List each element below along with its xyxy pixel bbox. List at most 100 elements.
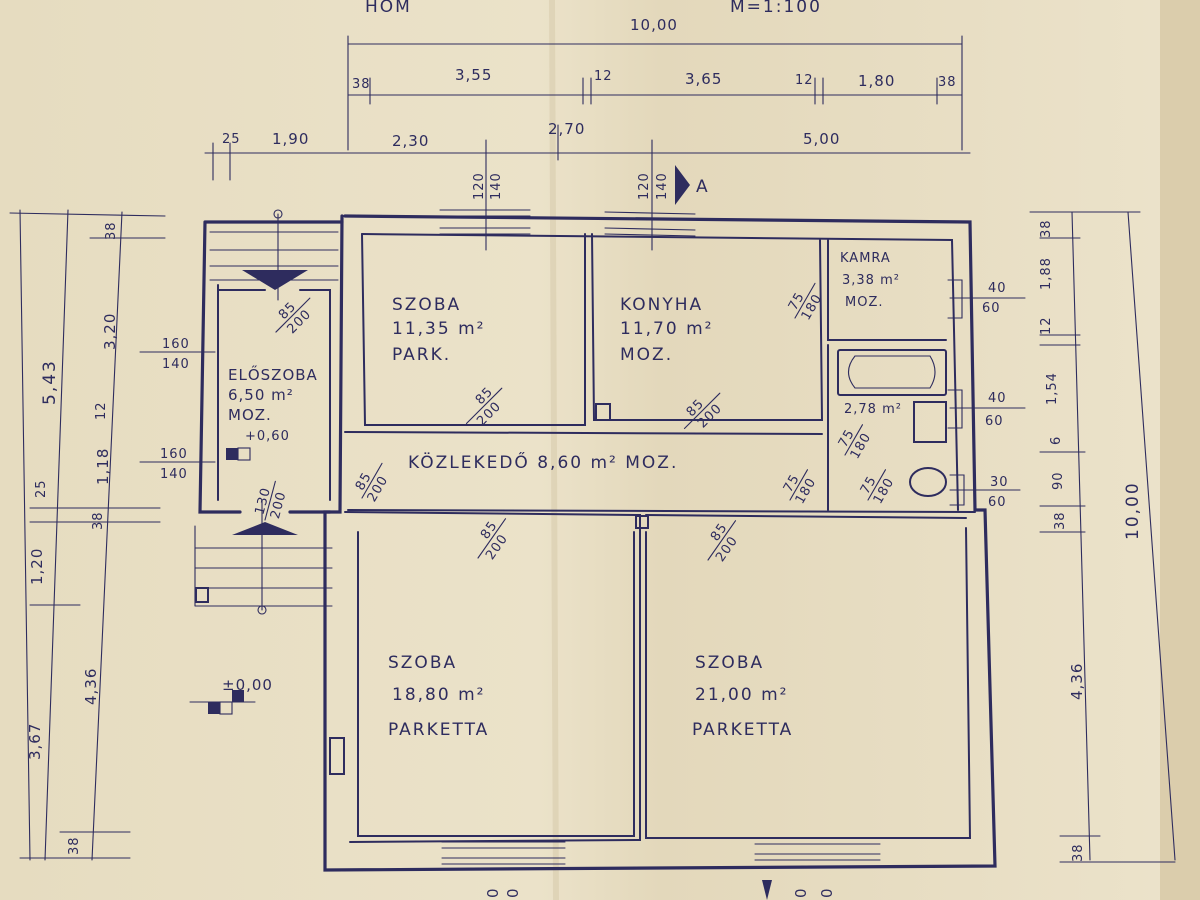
win-top-right-b: 140 — [655, 172, 670, 200]
svg-text:0: 0 — [504, 887, 522, 898]
left-dimensions: 5,43 25 1,20 3,67 38 38 3,20 12 1,18 38 … — [9, 209, 166, 861]
dim-top-total: 10,00 — [630, 16, 678, 34]
dim-right-2: 12 — [1039, 316, 1054, 335]
walls — [194, 214, 997, 872]
room-konyha-area: 11,70 m² — [620, 319, 713, 339]
dim-left-outer-1: 25 — [34, 479, 49, 498]
bathtub-icon — [837, 349, 947, 396]
dim-right-7: 4,36 — [1068, 663, 1086, 700]
room-kamra-floor: MOZ. — [845, 295, 884, 310]
section-arrow-icon — [675, 165, 690, 205]
room-szoba1-area: 11,35 m² — [392, 319, 485, 339]
dim-left-inner-1: 3,20 — [101, 313, 119, 350]
open-l2-a: 160 — [160, 447, 188, 462]
dim-top-r2-4: 12 — [795, 73, 814, 88]
room-szoba3-area: 21,00 m² — [695, 685, 788, 705]
chimney-icon — [595, 403, 611, 421]
dim-top-r3-4: 5,00 — [803, 130, 840, 148]
room-eloszoba-area: 6,50 m² — [228, 386, 294, 404]
dim-top-r2-0: 38 — [352, 77, 371, 92]
dim-top-r2-6: 38 — [938, 75, 957, 90]
top-dimensions: 10,00 38 3,55 12 3,65 12 1,80 38 25 1,90… — [204, 16, 971, 181]
dim-left-outer-0: 5,43 — [40, 359, 60, 405]
open-l2-b: 140 — [160, 467, 188, 482]
right-openings: 40 60 40 60 30 60 — [949, 281, 1026, 510]
dim-left-inner-0: 38 — [104, 221, 119, 240]
dim-right-8: 38 — [1071, 843, 1086, 862]
dim-left-inner-4: 38 — [91, 511, 106, 530]
room-szoba3-floor: PARKETTA — [692, 720, 793, 740]
dim-top-r3-2: 2,30 — [392, 132, 429, 150]
open-r1-a: 40 — [988, 281, 1007, 296]
open-r1-b: 60 — [982, 301, 1001, 316]
dim-left-inner-3: 1,18 — [94, 448, 112, 485]
dim-left-outer-3: 3,67 — [26, 723, 44, 760]
room-eloszoba-name: ELŐSZOBA — [228, 364, 318, 384]
header-word: HOM — [365, 0, 412, 17]
dim-top-r2-3: 3,65 — [685, 70, 722, 88]
dim-top-r3-3: 2,70 — [548, 120, 585, 138]
fixtures — [189, 209, 947, 775]
room-szoba1-floor: PARK. — [392, 345, 451, 365]
open-r2-b: 60 — [985, 414, 1004, 429]
room-konyha-floor: MOZ. — [620, 345, 673, 365]
dim-top-r2-1: 3,55 — [455, 66, 492, 84]
paper-edge — [1160, 0, 1200, 900]
dim-top-r2-2: 12 — [594, 69, 613, 84]
dim-top-r3-1: 1,90 — [272, 130, 309, 148]
paper-fold — [549, 0, 559, 900]
dim-right-6: 38 — [1053, 511, 1068, 530]
post-icon — [195, 587, 209, 603]
section-mark: A — [696, 177, 710, 197]
dim-right-4: 6 — [1049, 436, 1064, 445]
win-top-right-a: 120 — [637, 172, 652, 200]
dim-right-5: 90 — [1051, 471, 1066, 490]
room-szoba2-floor: PARKETTA — [388, 720, 489, 740]
open-r3-a: 30 — [990, 475, 1009, 490]
door-callouts: 85 200 85 200 85 200 75 180 75 180 75 18… — [253, 282, 898, 565]
chimney-icon-2 — [635, 515, 649, 529]
svg-text:0: 0 — [484, 887, 502, 898]
room-eloszoba-floor: MOZ. — [228, 406, 272, 424]
win-top-left-a: 120 — [472, 172, 487, 200]
room-furdo-area: 2,78 m² — [844, 402, 902, 417]
dim-left-inner-5: 4,36 — [82, 668, 100, 705]
svg-text:0: 0 — [792, 887, 810, 898]
room-szoba2-area: 18,80 m² — [392, 685, 485, 705]
room-szoba3-name: SZOBA — [695, 653, 764, 673]
open-l1-a: 160 — [162, 337, 190, 352]
window-callouts-top: 120 140 120 140 A — [472, 139, 710, 251]
dim-left-outer-2: 1,20 — [28, 548, 46, 585]
toilet-icon — [909, 467, 947, 497]
windows — [439, 209, 965, 865]
dim-top-r2-5: 1,80 — [858, 72, 895, 90]
room-kozlekedo: KÖZLEKEDŐ 8,60 m² MOZ. — [408, 451, 678, 473]
right-dimensions: 38 1,88 12 1,54 6 90 38 4,36 38 10,00 — [1029, 211, 1176, 863]
open-l1-b: 140 — [162, 357, 190, 372]
dim-right-3: 1,54 — [1045, 372, 1060, 405]
room-eloszoba-level: +0,60 — [245, 429, 290, 444]
dim-right-outer: 10,00 — [1123, 481, 1143, 540]
dim-right-1: 1,88 — [1039, 257, 1054, 290]
stove-icon-2 — [329, 737, 345, 775]
door-d10-a: 130 — [253, 486, 275, 517]
open-r2-a: 40 — [988, 391, 1007, 406]
dim-left-outer-4: 38 — [67, 836, 82, 855]
door-d10-b: 200 — [268, 490, 290, 521]
ground-level: ±0,00 — [222, 676, 273, 694]
open-r3-b: 60 — [988, 495, 1007, 510]
exit-arrow-icon — [232, 522, 298, 535]
dim-left-inner-2: 12 — [94, 401, 109, 420]
room-konyha-name: KONYHA — [620, 295, 703, 315]
dim-top-r3-0: 25 — [222, 132, 241, 147]
room-szoba1-name: SZOBA — [392, 295, 461, 315]
stove-icon — [913, 401, 947, 443]
svg-text:0: 0 — [818, 887, 836, 898]
dim-right-0: 38 — [1039, 219, 1054, 238]
room-kamra-name: KAMRA — [840, 251, 891, 266]
room-kamra-area: 3,38 m² — [842, 273, 900, 288]
scale-label: M=1:100 — [730, 0, 822, 17]
room-szoba2-name: SZOBA — [388, 653, 457, 673]
